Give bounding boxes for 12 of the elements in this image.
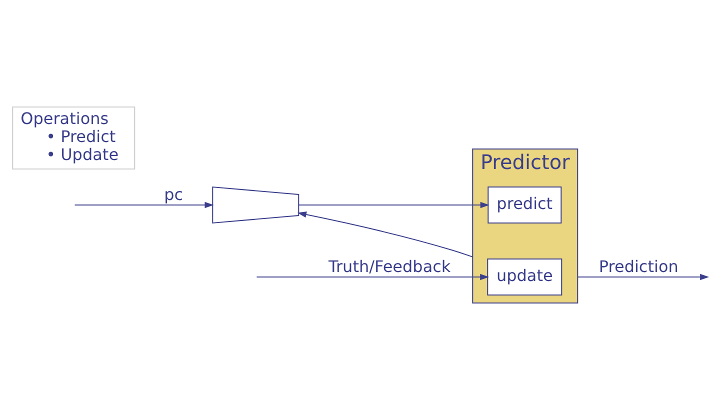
node-box: Operations • Predict • Update — [12, 106, 136, 169]
arrow — [74, 201, 214, 208]
edge-label: Truth/Feedback — [328, 256, 451, 276]
node-trapezoid — [212, 186, 300, 224]
arrow — [298, 201, 490, 208]
edge-label: Prediction — [598, 256, 678, 276]
node-box: predict — [488, 186, 562, 223]
edge-label: pc — [164, 184, 184, 204]
arrow — [577, 273, 710, 280]
arrow — [297, 210, 474, 257]
node-box: update — [487, 258, 562, 295]
arrow — [256, 273, 490, 280]
